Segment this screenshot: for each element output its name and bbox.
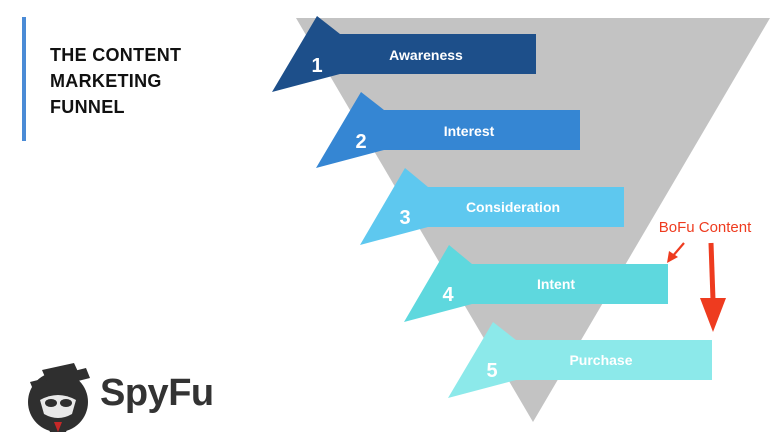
stage-5-label: Purchase bbox=[569, 352, 632, 368]
stage-3-banner bbox=[360, 168, 624, 245]
logo-wordmark: SpyFu bbox=[100, 372, 214, 414]
stage-3-label: Consideration bbox=[466, 199, 560, 215]
stage-3: 3 Consideration bbox=[360, 168, 624, 245]
title-line-1: THE CONTENT bbox=[50, 45, 182, 65]
stage-5: 5 Purchase bbox=[448, 322, 712, 398]
arrow-to-intent-head bbox=[667, 251, 678, 263]
stage-4-number: 4 bbox=[442, 284, 454, 306]
stage-2-label: Interest bbox=[444, 123, 495, 139]
stage-4: 4 Intent bbox=[404, 245, 668, 322]
bofu-label: BoFu Content bbox=[659, 219, 752, 236]
title-line-2: MARKETING bbox=[50, 71, 162, 91]
stage-5-number: 5 bbox=[486, 360, 497, 382]
stage-2-number: 2 bbox=[355, 131, 366, 153]
arrow-to-purchase-head bbox=[700, 298, 726, 332]
stage-1: 1 Awareness bbox=[272, 16, 536, 92]
stage-5-banner bbox=[448, 322, 712, 398]
title-block: THE CONTENT MARKETING FUNNEL bbox=[22, 17, 212, 141]
stage-1-number: 1 bbox=[311, 55, 322, 77]
stage-4-banner bbox=[404, 245, 668, 322]
spy-mascot-icon bbox=[28, 363, 90, 432]
stage-4-label: Intent bbox=[537, 276, 575, 292]
stage-2: 2 Interest bbox=[316, 92, 580, 168]
stage-1-banner bbox=[272, 16, 536, 92]
stage-1-label: Awareness bbox=[389, 47, 463, 63]
spyfu-logo: SpyFu bbox=[20, 360, 230, 435]
bofu-annotation: BoFu Content bbox=[659, 219, 752, 332]
arrow-to-purchase-line bbox=[708, 242, 716, 301]
title-line-3: FUNNEL bbox=[50, 97, 125, 117]
stage-3-number: 3 bbox=[399, 207, 410, 229]
title-accent-bar bbox=[22, 17, 26, 141]
stage-2-banner bbox=[316, 92, 580, 168]
